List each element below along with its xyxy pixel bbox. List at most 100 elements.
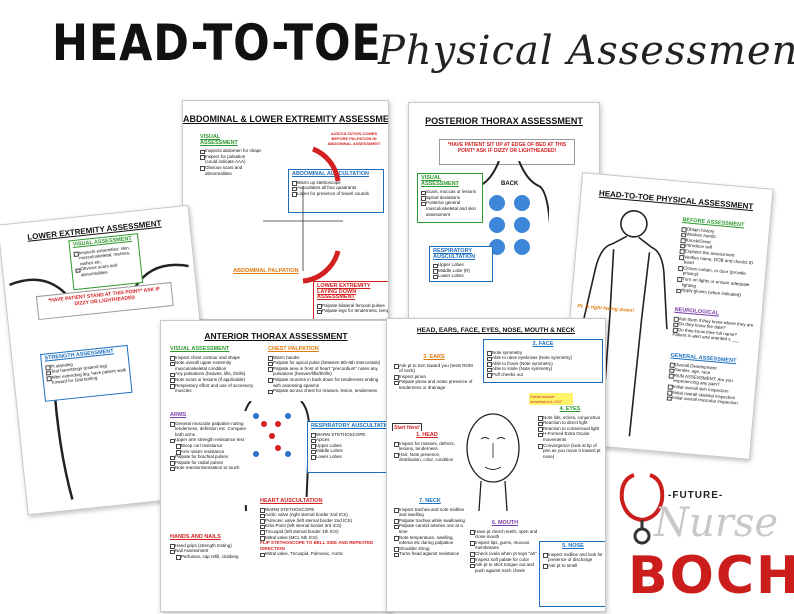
hands-item: Perfusion, cap refill, clubbing: [176, 554, 250, 560]
head-to-toe-sheet: HEAD-TO-TOE PHYSICAL ASSESSMENT Pt. is r…: [558, 172, 774, 460]
mouth-item: Have pt clench teeth, open and close mou…: [470, 529, 540, 540]
face-item: Puff cheeks out: [487, 372, 599, 378]
anterior-visual-item: Note overall upper extremity musculoskel…: [170, 360, 262, 371]
eyes-heading: 4. EYES: [559, 406, 581, 412]
posterior-warning: *HAVE PATIENT SIT UP AT EDGE OF BED AT T…: [447, 142, 567, 154]
face-item: Able to raise eyebrows (Note symmetry): [487, 355, 599, 361]
heart-point: [261, 421, 267, 427]
abdominal-visual-item: Inspect for pulsation (could indicate AA…: [200, 154, 258, 165]
anterior-visual-heading: VISUAL ASSESSMENT: [170, 346, 230, 352]
heart-item: Mitral valve, Tricuspid, Pulmonic, Aorti…: [260, 551, 382, 557]
neck-item: Shoulder shrug: [394, 546, 466, 552]
mouth-box: 6. MOUTH Have pt clench teeth, open and …: [467, 519, 543, 609]
anterior-respiratory-item: Lower Lobes: [311, 454, 385, 460]
anterior-visual-item: Any pulsations (heaves, lifts, thrills): [170, 371, 262, 377]
mouth-item: Ask pt to stick tongue out and push agai…: [470, 562, 540, 573]
chest-palpation-item: Palpate muscles in back down for tendern…: [268, 377, 386, 388]
neck-item: Inspect trachea and note midline and swe…: [394, 507, 466, 518]
chest-palpation-heading: CHEST PALPATION: [268, 346, 319, 352]
heart-point: [269, 433, 275, 439]
heart-item: Pulmonic valve (left sternal border 2nd …: [260, 518, 382, 524]
head-box: 1. HEAD Inspect for masses, defects, les…: [391, 431, 463, 485]
abdominal-sheet-title: ABDOMINAL & LOWER EXTREMITY ASSESSMENT: [183, 114, 389, 124]
lung-point: [253, 451, 259, 457]
abdominal-palpation-heading: ABDOMINAL PALPATION: [233, 268, 299, 274]
face-heading: 2. FACE: [532, 341, 554, 347]
eyes-item: H-Formed Extra Ocular movements: [538, 431, 602, 442]
brand-boch: BOCH: [628, 546, 794, 606]
eyes-box: 4. EYES Note lids, sclera, conjunctiva R…: [535, 405, 605, 527]
back-label: BACK: [501, 181, 519, 187]
lung-auscultation-point: [489, 239, 505, 255]
nose-item: Ask pt to smell: [543, 563, 603, 569]
heent-title: HEAD, EARS, FACE, EYES, NOSE, MOUTH & NE…: [416, 327, 576, 334]
heart-point: [275, 421, 281, 427]
chest-palpation-box: CHEST PALPATION Warm hands! Palpate for …: [265, 345, 389, 405]
chest-palpation-item: Warm hands!: [268, 355, 386, 361]
arms-item: Palpate for brachial pulses: [170, 454, 248, 460]
abdominal-visual-item: Inspects abdomen for shape, contour: [200, 148, 261, 154]
ears-item: Ask pt to turn toward you (tests ROM of …: [394, 363, 474, 374]
anterior-title: ANTERIOR THORAX ASSESSMENT: [204, 331, 348, 341]
arms-item: Note reaction/sensation to touch: [170, 465, 248, 471]
face-item: Able to frown (Note symmetry): [487, 361, 599, 367]
abdominal-visual-box: VISUAL ASSESSMENT Inspects abdomen for s…: [197, 133, 261, 187]
mouth-item: Inspect lips, gums, mucous membranes: [470, 540, 540, 551]
heart-item: WARM STETHOSCOPE: [260, 507, 382, 513]
arms-item: Palpate for radial pulses: [170, 460, 248, 466]
lung-auscultation-point: [489, 195, 505, 211]
ears-box: 3. EARS Ask pt to turn toward you (tests…: [391, 353, 477, 403]
abdominal-auscultation-item: Warm up stethoscope: [292, 180, 380, 186]
general-box: GENERAL ASSESSMENT Overall Development G…: [661, 351, 756, 433]
lower-visual-box: VISUAL ASSESSMENT Inspects extremities: …: [68, 233, 144, 291]
abdominal-visual-heading: VISUAL ASSESSMENT: [200, 134, 238, 146]
abdominal-auscultation-item: Listen for presence of bowel sounds: [292, 191, 380, 197]
eyes-item: Reaction to direct light: [538, 420, 602, 426]
posterior-respiratory-item: Middle Lobe (R): [433, 268, 489, 274]
ears-heading: 3. EARS: [423, 354, 445, 360]
face-diagram: [466, 413, 520, 512]
lung-point: [285, 413, 291, 419]
strength-box: STRENGTH ASSESSMENT Pt standing Test ham…: [40, 344, 133, 402]
face-item: Note symmetry: [487, 350, 599, 356]
body-outline: [582, 210, 668, 437]
posterior-respiratory-heading: RESPIRATORY AUSCULTATION: [433, 248, 476, 260]
neuro-box: NEUROLOGICAL Ask them if they know where…: [668, 305, 760, 357]
heart-item: Tricuspid (left sternal border 4th ICS): [260, 529, 382, 535]
posterior-warning-box: *HAVE PATIENT SIT UP AT EDGE OF BED AT T…: [439, 139, 575, 165]
neck-item: Turns head against resistance: [394, 551, 466, 557]
abdominal-sheet: ABDOMINAL & LOWER EXTREMITY ASSESSMENT V…: [182, 100, 389, 320]
brand-future: -FUTURE-: [668, 490, 724, 501]
face-box: 2. FACE Note symmetry Able to raise eyeb…: [483, 339, 603, 383]
anterior-visual-item: Inspect chest contour and shape: [170, 355, 262, 361]
posterior-visual-item: Posterior general musculoskeletal and sk…: [421, 200, 479, 217]
eyes-item: Note lids, sclera, conjunctiva: [538, 415, 602, 421]
heart-box: HEART AUSCULTATION WARM STETHOSCOPE Aort…: [257, 497, 385, 583]
ears-item: Palpate pinna and notes presence of tend…: [394, 379, 474, 390]
lung-point: [285, 451, 291, 457]
abdominal-note: AUSCULTATION COMES BEFORE PALPATION IN A…: [327, 131, 381, 146]
posterior-respiratory-item: Upper Lobes: [433, 262, 489, 268]
lung-point: [253, 413, 259, 419]
chest-palpation-item: Palpate for apical pulse (between 5th-6t…: [268, 360, 386, 366]
head-heading: 1. HEAD: [416, 432, 438, 438]
heart-item: Aortic valve (right sternal border 2nd I…: [260, 512, 382, 518]
brand-nurse: Nurse: [654, 500, 779, 546]
anterior-respiratory-item: Apices: [311, 437, 385, 443]
arms-item: Upper arm strength resistance test: [170, 437, 248, 443]
laying-down-heading: LOWER EXTREMITY LAYING DOWN ASSESSMENT: [317, 283, 371, 301]
mouth-item: Inspect soft palate for color: [470, 557, 540, 563]
face-item: Able to smile (Note symmetry): [487, 366, 599, 372]
subtitle-script: Physical Assessment: [378, 28, 794, 74]
chest-palpation-item: Palpate area in front of heart "precordi…: [268, 366, 386, 377]
abdomen-quadrant-diagram: [263, 146, 343, 284]
eyes-item: Reaction to consensual light: [538, 426, 602, 432]
head-item: Hair: Note presence, distribution, color…: [394, 452, 460, 463]
heart-heading: HEART AUSCULTATION: [260, 498, 323, 504]
torso-outline: [241, 401, 311, 511]
posterior-sheet-title: POSTERIOR THORAX ASSESSMENT: [425, 116, 583, 126]
hands-item: Hand grips (strength testing): [170, 543, 250, 549]
anterior-respiratory-box: RESPIRATORY AUSCULTATION WARM STETHOSCOP…: [307, 421, 389, 473]
neck-box: 7. NECK Inspect trachea and note midline…: [391, 497, 469, 591]
arms-item: Arm raises resistance: [176, 449, 248, 455]
